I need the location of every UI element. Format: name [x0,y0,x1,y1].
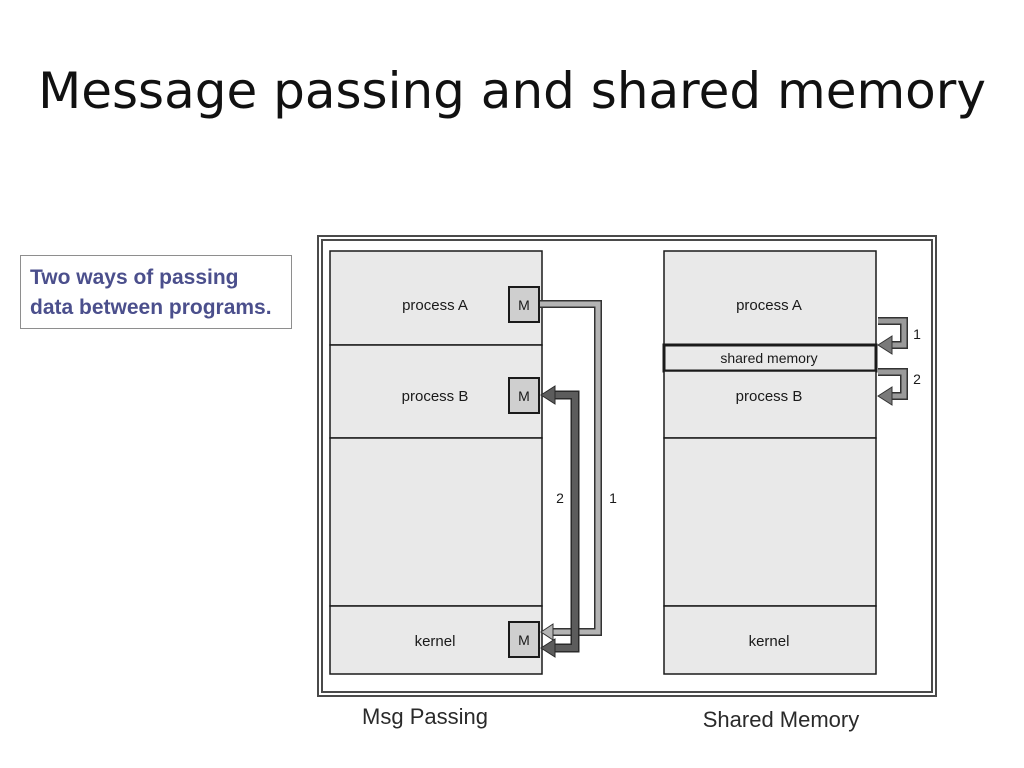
msg-step-2-label: 2 [556,490,564,506]
message-box-kernel [508,621,540,658]
shm-step-2-label: 2 [913,371,921,387]
message-box-b [508,377,540,414]
msg-arrow-1-head [540,623,554,641]
msg-free-block [329,437,543,607]
shm-arrow-2 [878,369,907,399]
msg-kernel-block [329,605,543,675]
msg-kernel-label: kernel [415,633,456,650]
msg-process-b-block [329,344,543,439]
shm-shared-region-label: shared memory [720,350,817,366]
shm-process-a-label: process A [736,297,802,314]
message-box-kernel-label: M [518,632,530,648]
note-box: Two ways of passing data between program… [20,255,292,329]
msg-passing-column: process A process B kernel M M M 2 1 Msg… [329,250,617,729]
msg-arrow-2-head-bottom [540,638,556,658]
msg-passing-caption: Msg Passing [362,704,488,729]
msg-step-1-label: 1 [609,490,617,506]
message-box-b-label: M [518,388,530,404]
shm-kernel-label: kernel [749,633,790,650]
note-line-1: Two ways of passing [30,266,239,289]
note-line-2: data between programs. [30,296,272,319]
msg-arrow-2-head [540,385,556,405]
msg-process-a-block [329,250,543,346]
shm-free-block [663,437,877,607]
msg-process-b-label: process B [402,388,469,405]
slide-title: Message passing and shared memory [38,62,986,120]
msg-arrow-2 [552,392,578,651]
shm-arrow-2-head [877,386,893,406]
shm-arrow-1 [878,318,907,348]
shm-arrow-1-head [877,335,893,355]
shm-process-b-block [663,370,877,439]
message-box-a [508,286,540,323]
message-box-a-label: M [518,297,530,313]
shm-process-a-block [663,250,877,346]
shm-process-b-label: process B [736,388,803,405]
shared-memory-column: process A shared memory process B kernel… [662,250,921,732]
shm-step-1-label: 1 [913,326,921,342]
shared-memory-caption: Shared Memory [703,707,860,732]
shm-kernel-block [663,605,877,675]
msg-process-a-label: process A [402,297,468,314]
